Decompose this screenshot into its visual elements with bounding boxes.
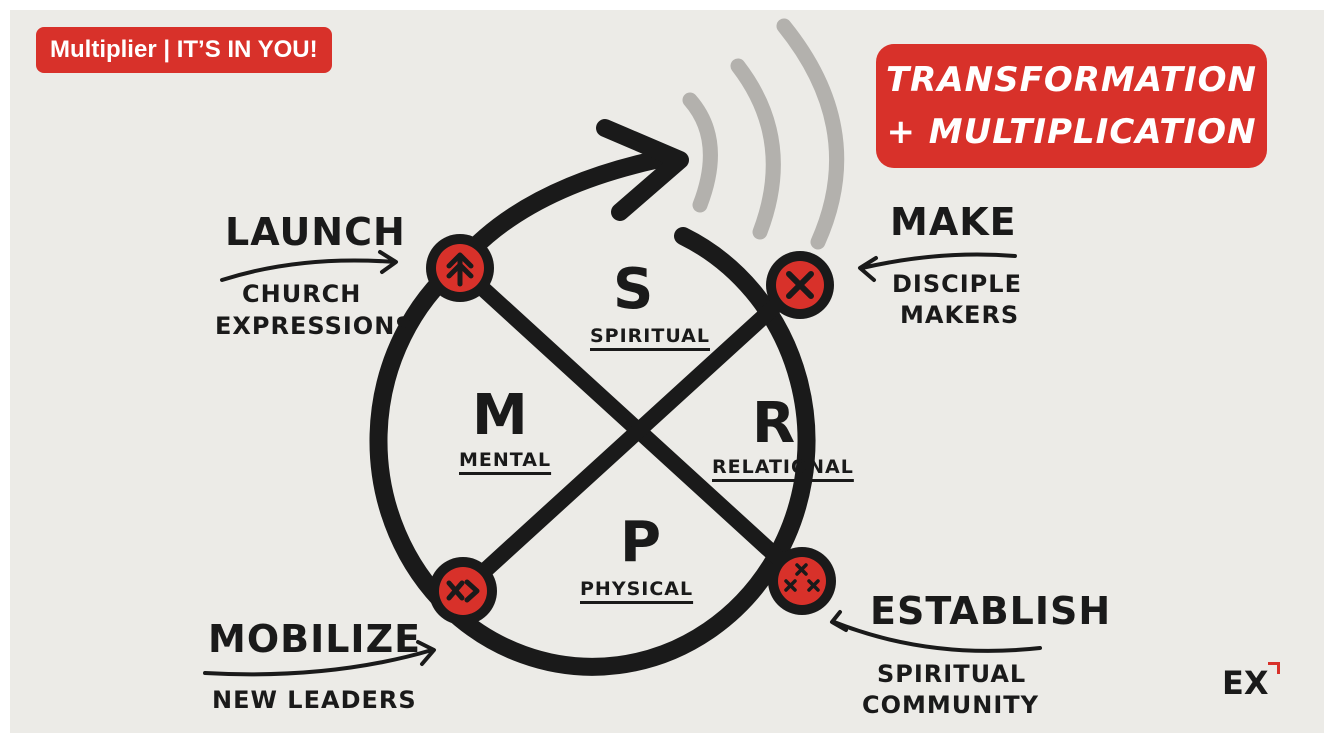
- launch-line-1: CHURCH: [242, 280, 362, 308]
- node-establish: [768, 547, 836, 615]
- quadrant-physical-letter: P: [620, 510, 662, 575]
- quadrant-relational-letter: R: [752, 391, 796, 456]
- quadrant-mental-label: MENTAL: [459, 449, 552, 471]
- ex-logo: EX: [1222, 664, 1269, 702]
- x-icon: [786, 271, 814, 299]
- launch-line-2: EXPRESSIONS: [215, 312, 414, 340]
- establish-line-1: SPIRITUAL: [877, 660, 1027, 688]
- node-make: [766, 251, 834, 319]
- make-arrow-icon: [858, 252, 1017, 282]
- node-launch: [426, 234, 494, 302]
- series-badge: Multiplier | IT’S IN YOU!: [36, 27, 332, 73]
- node-mobilize: [429, 557, 497, 625]
- make-line-1: DISCIPLE: [892, 270, 1022, 298]
- mobilize-verb: MOBILIZE: [208, 617, 422, 661]
- quadrant-physical-label: PHYSICAL: [580, 578, 694, 600]
- x-arrow-icon: [446, 579, 480, 603]
- launch-verb: LAUNCH: [225, 210, 406, 254]
- cross-lines: [460, 267, 808, 594]
- quadrant-spiritual-label: SPIRITUAL: [590, 325, 710, 347]
- quadrant-spiritual-letter: S: [613, 257, 654, 322]
- make-verb: MAKE: [890, 200, 1017, 244]
- title-box: TRANSFORMATION + MULTIPLICATION: [876, 44, 1267, 168]
- establish-arrow-icon: [830, 610, 1042, 653]
- launch-arrow-icon: [220, 250, 398, 282]
- multiple-x-icon: [784, 563, 820, 592]
- mobilize-arrow-icon: [203, 640, 436, 677]
- arrow-up-tree-icon: [446, 252, 474, 287]
- signal-waves-icon: [682, 18, 845, 250]
- logo-corner-mark-icon: [1268, 662, 1280, 674]
- mobilize-line-1: NEW LEADERS: [212, 686, 417, 714]
- quadrant-mental-letter: M: [472, 383, 528, 448]
- establish-line-2: COMMUNITY: [862, 691, 1040, 719]
- title-line-1: TRANSFORMATION: [885, 60, 1258, 100]
- pointer-arrows: [203, 250, 1042, 677]
- establish-verb: ESTABLISH: [870, 589, 1112, 633]
- make-line-2: MAKERS: [900, 301, 1020, 329]
- title-line-2: + MULTIPLICATION: [886, 112, 1257, 152]
- quadrant-relational-label: RELATIONAL: [712, 456, 854, 478]
- cycle-arrowhead-icon: [596, 119, 689, 221]
